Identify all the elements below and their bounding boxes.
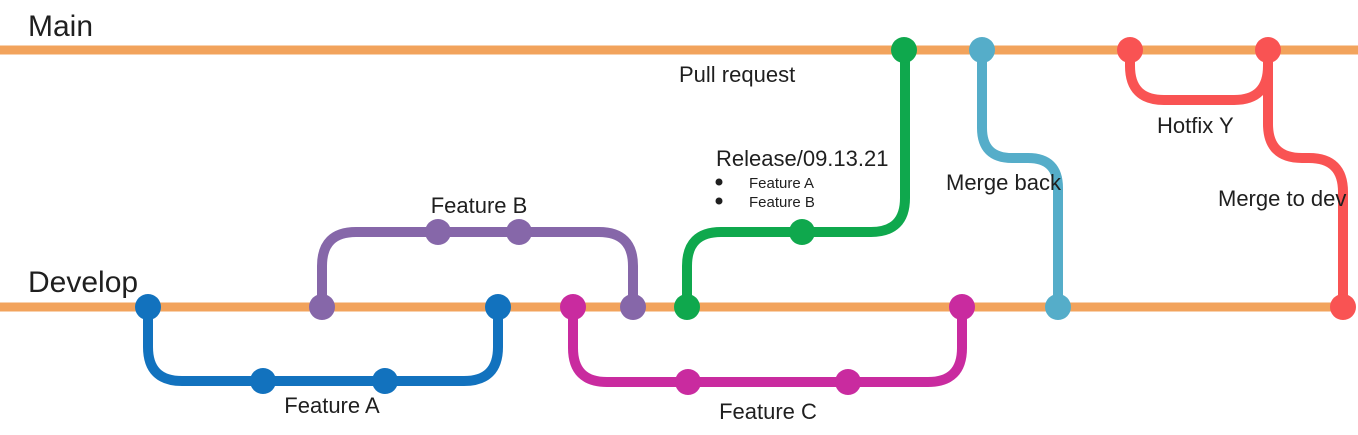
commit-dot-merge-back-from-main [969,37,995,63]
main-branch-label: Main [28,10,93,43]
commit-dot-feature-a-1 [250,368,276,394]
feature-c-branch-path [568,307,967,387]
commit-dot-feature-c-2 [835,369,861,395]
commit-dot-merge-to-dev-point [1330,294,1356,320]
develop-branch-label: Develop [28,266,138,299]
commit-dot-release-1 [789,219,815,245]
feature-b-label: Feature B [431,193,528,218]
commit-dot-release-branch-point [674,294,700,320]
hotfix-branch-path [1125,50,1273,105]
feature-c-label: Feature C [719,399,817,424]
hotfix-label: Hotfix Y [1157,113,1234,138]
commit-dot-merge-back-point [1045,294,1071,320]
merge-back-label: Merge back [946,170,1062,195]
bullet-icon [715,197,723,205]
commit-dot-release-to-main [891,37,917,63]
commit-dot-feature-c-branch-point [560,294,586,320]
pull-request-label: Pull request [679,62,795,87]
feature-a-branch-path [143,307,503,386]
bullet-icon [715,178,723,186]
feature-b-branch-path [317,227,638,307]
merge-to-dev-branch-path [1263,50,1348,307]
commit-dot-hotfix-branch-point [1117,37,1143,63]
merge-to-dev-label: Merge to dev [1218,186,1346,211]
feature-a-label: Feature A [284,393,380,418]
commit-dot-feature-c-merge-point [949,294,975,320]
commit-dot-feature-a-merge-point [485,294,511,320]
commit-dot-hotfix-merge-point [1255,37,1281,63]
merge-back-branch-path [977,50,1063,307]
commit-dot-feature-c-1 [675,369,701,395]
commit-dot-feature-a-2 [372,368,398,394]
commit-dot-feature-b-1 [425,219,451,245]
release-item-feature-a-label: Feature A [749,175,814,192]
commit-dot-feature-b-2 [506,219,532,245]
release-title-label: Release/09.13.21 [716,146,888,171]
commit-dot-feature-b-branch-point [309,294,335,320]
commit-dot-feature-a-branch-point [135,294,161,320]
release-item-feature-b-label: Feature B [749,194,815,211]
commit-dot-feature-b-merge-point [620,294,646,320]
